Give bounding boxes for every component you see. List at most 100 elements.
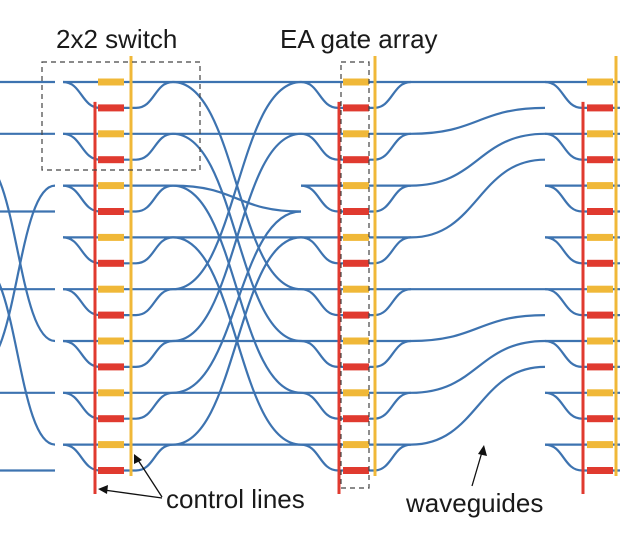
waveguide-shuffle-1b: [172, 184, 302, 394]
gate-red: [587, 311, 613, 319]
gate-red: [343, 467, 369, 474]
waveguide-switch-arm: [300, 339, 339, 368]
waveguide-switch-arm: [544, 80, 583, 109]
gate-yellow: [587, 233, 613, 241]
waveguide-input: [0, 179, 56, 343]
waveguide-shuffle-2: [410, 314, 546, 343]
waveguide-switch-arm: [300, 288, 339, 317]
waveguide-layer: [0, 80, 620, 472]
gate-red: [343, 208, 369, 215]
gate-column-highlight-box: [340, 61, 370, 489]
gate-yellow: [343, 441, 369, 449]
waveguide-shuffle-2: [410, 158, 546, 239]
gate-yellow: [343, 130, 369, 138]
waveguide-switch-arm: [544, 288, 583, 317]
waveguide-shuffle-1b: [172, 132, 302, 343]
gate-yellow: [587, 337, 613, 345]
waveguide-switch-arm: [373, 80, 412, 109]
switch-label: 2x2 switch: [56, 24, 177, 54]
waveguide-switch-arm: [373, 391, 412, 420]
waveguide-switch-arm: [544, 391, 583, 420]
gate-red: [98, 156, 124, 164]
waveguide-switch-arm: [135, 288, 174, 317]
gate-red: [343, 363, 369, 371]
gate-yellow: [587, 441, 613, 449]
gate-yellow: [343, 182, 369, 190]
waveguide-shuffle-1b: [172, 236, 302, 446]
gate-yellow: [343, 389, 369, 397]
waveguide-shuffle-2: [410, 106, 546, 135]
waveguide-shuffle-2: [410, 365, 546, 446]
waveguide-switch-arm: [373, 236, 412, 265]
gate-red: [98, 363, 124, 371]
gate-yellow: [98, 441, 124, 449]
waveguide-switch-arm: [373, 443, 412, 472]
waveguide-switch-arm: [300, 132, 339, 161]
gate-yellow: [98, 78, 124, 86]
waveguide-switch-arm: [135, 80, 174, 109]
gate-red: [98, 104, 124, 112]
waveguide-switch-arm: [135, 236, 174, 265]
gate-red: [343, 311, 369, 319]
waveguide-input: [0, 184, 56, 348]
gate-red: [587, 259, 613, 267]
gate-yellow: [587, 182, 613, 190]
waveguides-label: waveguides: [405, 488, 543, 518]
waveguide-shuffle-1b: [172, 80, 302, 291]
control-lines-label: control lines: [166, 484, 305, 514]
gate-yellow: [98, 389, 124, 397]
waveguide-shuffle-1: [172, 184, 302, 213]
waveguide-switch-arm: [300, 80, 339, 109]
waveguide-switch-arm: [300, 443, 339, 472]
gate-array-layer: [98, 78, 613, 474]
waveguide-switch-arm: [135, 339, 174, 368]
waveguide-switch-arm: [373, 184, 412, 213]
gate-yellow: [587, 78, 613, 86]
waveguide-shuffle-1b: [172, 210, 302, 394]
waveguide-switch-arm: [544, 339, 583, 368]
gate-yellow: [343, 337, 369, 345]
waveguides-arrow: [471, 445, 487, 487]
control-lines-layer: [93, 56, 618, 494]
waveguide-switch-arm: [135, 132, 174, 161]
waveguide-switch-arm: [544, 236, 583, 265]
gate-red: [587, 208, 613, 215]
waveguide-switch-arm: [544, 132, 583, 161]
waveguide-switch-arm: [544, 184, 583, 213]
control-lines-arrows: [98, 454, 163, 499]
waveguide-switch-arm: [544, 443, 583, 472]
gate-red: [343, 259, 369, 267]
switch-highlight-box: [41, 61, 201, 171]
gate-red: [343, 156, 369, 164]
gate-red: [98, 467, 124, 474]
gate-yellow: [587, 389, 613, 397]
gate-red: [343, 415, 369, 423]
gate-red: [587, 156, 613, 164]
gate-yellow: [343, 285, 369, 293]
gate-red: [98, 208, 124, 215]
waveguide-shuffle-2: [410, 132, 546, 187]
waveguide-switch-arm: [300, 184, 339, 213]
gate-red: [587, 104, 613, 112]
waveguide-switch-arm: [373, 339, 412, 368]
gate-yellow: [98, 182, 124, 190]
waveguide-switch-arm: [300, 391, 339, 420]
waveguide-shuffle-2: [410, 339, 546, 394]
waveguide-switch-arm: [373, 132, 412, 161]
gate-yellow: [587, 130, 613, 138]
gate-red: [98, 415, 124, 423]
gate-yellow: [98, 337, 124, 345]
gate-yellow: [343, 78, 369, 86]
gate-yellow: [98, 233, 124, 241]
gate-array-label: EA gate array: [280, 24, 438, 54]
gate-yellow: [98, 285, 124, 293]
waveguide-switch-arm: [135, 443, 174, 472]
gate-red: [343, 104, 369, 112]
waveguide-switch-arm: [135, 184, 174, 213]
waveguide-switch-arm: [300, 236, 339, 265]
gate-red: [98, 259, 124, 267]
gate-red: [587, 363, 613, 371]
gate-red: [587, 415, 613, 423]
gate-red: [587, 467, 613, 474]
